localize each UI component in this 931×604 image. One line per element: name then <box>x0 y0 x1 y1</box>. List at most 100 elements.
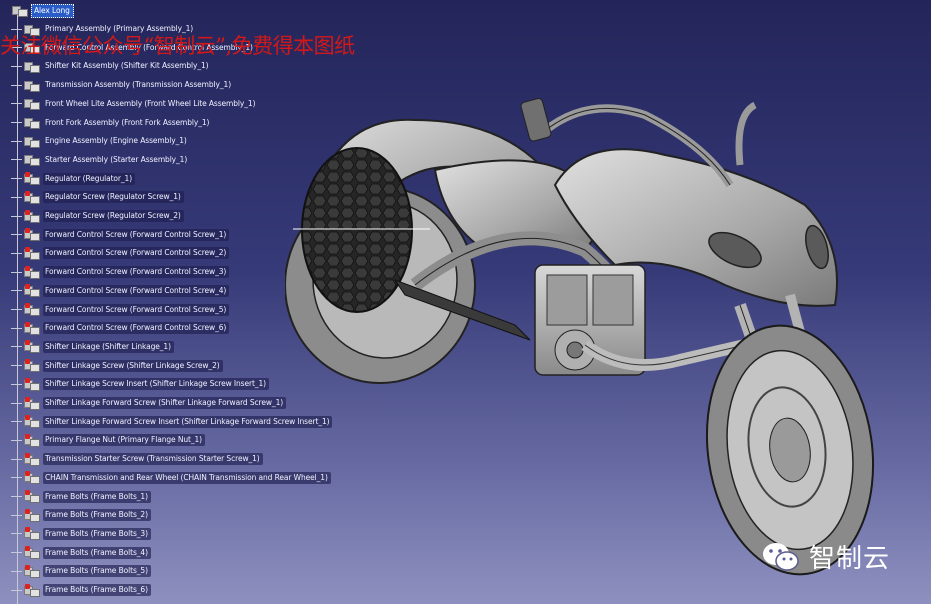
tree-item-label[interactable]: Transmission Assembly (Transmission Asse… <box>45 80 232 90</box>
specification-tree[interactable]: Alex Long Primary Assembly (Primary Asse… <box>0 0 360 604</box>
product-icon <box>23 60 41 73</box>
tree-branch <box>11 47 22 49</box>
tree-item-label[interactable]: Regulator Screw (Regulator Screw_1) <box>43 191 184 204</box>
tree-root[interactable]: Alex Long <box>11 3 74 18</box>
tree-item[interactable]: Shifter Kit Assembly (Shifter Kit Assemb… <box>11 58 211 74</box>
tree-item-label[interactable]: Shifter Linkage Screw (Shifter Linkage S… <box>43 359 223 372</box>
tree-branch <box>11 28 22 30</box>
tree-branch <box>11 402 22 404</box>
tree-item-label[interactable]: Shifter Linkage Forward Screw Insert (Sh… <box>43 415 333 428</box>
tree-item-label[interactable]: Forward Control Screw (Forward Control S… <box>43 284 230 297</box>
tree-item-label[interactable]: Starter Assembly (Starter Assembly_1) <box>45 154 188 164</box>
tree-item[interactable]: Primary Flange Nut (Primary Flange Nut_1… <box>11 432 206 448</box>
tree-item[interactable]: Regulator (Regulator_1) <box>11 171 136 187</box>
tree-item-label[interactable]: Frame Bolts (Frame Bolts_6) <box>43 584 151 596</box>
tree-item-label[interactable]: Transmission Starter Screw (Transmission… <box>43 453 263 466</box>
tree-branch <box>11 290 22 292</box>
tree-branch <box>11 514 22 516</box>
tree-item[interactable]: Frame Bolts (Frame Bolts_2) <box>11 507 151 523</box>
tree-item[interactable]: Forward Control Assembly (Forward Contro… <box>11 40 256 56</box>
part-icon <box>23 490 41 503</box>
tree-item[interactable]: Engine Assembly (Engine Assembly_1) <box>11 133 190 149</box>
product-icon <box>11 4 29 17</box>
tree-item[interactable]: Shifter Linkage Screw Insert (Shifter Li… <box>11 376 269 392</box>
tree-item[interactable]: Shifter Linkage (Shifter Linkage_1) <box>11 339 174 355</box>
product-icon <box>23 23 41 36</box>
part-icon <box>23 452 41 466</box>
tree-branch <box>11 421 22 423</box>
product-icon <box>23 153 41 167</box>
tree-item[interactable]: Transmission Assembly (Transmission Asse… <box>11 77 234 93</box>
tree-item-label[interactable]: Forward Control Assembly (Forward Contro… <box>45 42 253 52</box>
tree-item-label[interactable]: Forward Control Screw (Forward Control S… <box>43 228 230 241</box>
part-icon <box>23 284 41 298</box>
handlebar-grip <box>735 101 757 166</box>
watermark-text: 关注微信公众号“智制云”,免费得本图纸 <box>0 34 355 58</box>
tree-item-label[interactable]: Frame Bolts (Frame Bolts_4) <box>43 546 151 559</box>
part-icon <box>23 471 41 485</box>
tree-branch <box>11 122 22 123</box>
headlight-left <box>708 231 762 269</box>
tree-branch <box>11 234 22 236</box>
tree-item[interactable]: Forward Control Screw (Forward Control S… <box>11 302 230 318</box>
tree-item[interactable]: Shifter Linkage Forward Screw Insert (Sh… <box>11 414 333 430</box>
tree-root-label[interactable]: Alex Long <box>31 3 74 18</box>
tree-item-label[interactable]: Frame Bolts (Frame Bolts_1) <box>43 490 151 503</box>
tree-item[interactable]: Forward Control Screw (Forward Control S… <box>11 264 230 280</box>
tree-item-label[interactable]: Engine Assembly (Engine Assembly_1) <box>45 136 187 146</box>
tree-item[interactable]: Frame Bolts (Frame Bolts_6) <box>11 582 151 598</box>
tree-item-label[interactable]: Forward Control Screw (Forward Control S… <box>43 266 230 279</box>
tree-branch <box>11 140 22 142</box>
tree-item[interactable]: Front Fork Assembly (Front Fork Assembly… <box>11 115 212 131</box>
tree-item[interactable]: Shifter Linkage Forward Screw (Shifter L… <box>11 395 287 411</box>
tree-item-label[interactable]: CHAIN Transmission and Rear Wheel (CHAIN… <box>43 471 331 484</box>
part-icon <box>23 265 41 279</box>
tree-item[interactable]: Primary Assembly (Primary Assembly_1) <box>11 21 196 37</box>
tree-branch <box>11 458 22 460</box>
motorcycle-model[interactable] <box>285 75 885 585</box>
tree-item[interactable]: Forward Control Screw (Forward Control S… <box>11 227 230 243</box>
tree-item-label[interactable]: Frame Bolts (Frame Bolts_5) <box>43 565 151 578</box>
tree-item-label[interactable]: Front Fork Assembly (Front Fork Assembly… <box>45 117 210 127</box>
tree-branch <box>11 533 22 535</box>
headlight-right <box>805 224 829 270</box>
tree-item[interactable]: Transmission Starter Screw (Transmission… <box>11 451 263 467</box>
tree-branch <box>11 383 22 385</box>
tree-item-label[interactable]: Shifter Linkage Screw Insert (Shifter Li… <box>43 378 269 391</box>
tree-item[interactable]: Forward Control Screw (Forward Control S… <box>11 245 230 261</box>
tree-item-label[interactable]: Regulator (Regulator_1) <box>43 172 136 185</box>
tree-item[interactable]: Frame Bolts (Frame Bolts_4) <box>11 545 151 561</box>
tree-item-label[interactable]: Regulator Screw (Regulator Screw_2) <box>43 210 184 222</box>
watermark-logo: 智制云 <box>761 538 890 575</box>
tree-item-label[interactable]: Forward Control Screw (Forward Control S… <box>43 247 230 260</box>
tree-item[interactable]: Regulator Screw (Regulator Screw_2) <box>11 208 184 224</box>
tree-item-label[interactable]: Front Wheel Lite Assembly (Front Wheel L… <box>45 98 256 108</box>
tree-item[interactable]: Frame Bolts (Frame Bolts_3) <box>11 526 151 542</box>
tree-branch <box>11 309 22 310</box>
tree-item-label[interactable]: Frame Bolts (Frame Bolts_2) <box>43 509 151 522</box>
tree-item[interactable]: Front Wheel Lite Assembly (Front Wheel L… <box>11 96 258 112</box>
tree-item[interactable]: Regulator Screw (Regulator Screw_1) <box>11 189 184 205</box>
part-icon <box>23 172 41 186</box>
part-icon <box>23 190 41 204</box>
tree-item-label[interactable]: Shifter Kit Assembly (Shifter Kit Assemb… <box>45 61 209 71</box>
tree-item[interactable]: Shifter Linkage Screw (Shifter Linkage S… <box>11 358 223 374</box>
product-icon <box>23 135 41 148</box>
tree-item[interactable]: Forward Control Screw (Forward Control S… <box>11 283 230 299</box>
tree-item-label[interactable]: Forward Control Screw (Forward Control S… <box>43 303 230 316</box>
part-icon <box>23 415 41 429</box>
part-icon <box>23 527 41 541</box>
tree-item[interactable]: Starter Assembly (Starter Assembly_1) <box>11 152 190 168</box>
tree-item-label[interactable]: Primary Flange Nut (Primary Flange Nut_1… <box>43 434 206 447</box>
tree-item[interactable]: CHAIN Transmission and Rear Wheel (CHAIN… <box>11 470 331 486</box>
tree-item[interactable]: Frame Bolts (Frame Bolts_1) <box>11 489 151 505</box>
tree-item[interactable]: Forward Control Screw (Forward Control S… <box>11 320 230 336</box>
tree-item-label[interactable]: Primary Assembly (Primary Assembly_1) <box>45 24 194 33</box>
tree-branch <box>11 552 22 554</box>
tree-item-label[interactable]: Shifter Linkage Forward Screw (Shifter L… <box>43 397 287 409</box>
tree-item-label[interactable]: Forward Control Screw (Forward Control S… <box>43 322 230 335</box>
tree-item-label[interactable]: Shifter Linkage (Shifter Linkage_1) <box>43 340 174 353</box>
tree-item-label[interactable]: Frame Bolts (Frame Bolts_3) <box>43 527 151 540</box>
tree-item[interactable]: Frame Bolts (Frame Bolts_5) <box>11 563 151 579</box>
